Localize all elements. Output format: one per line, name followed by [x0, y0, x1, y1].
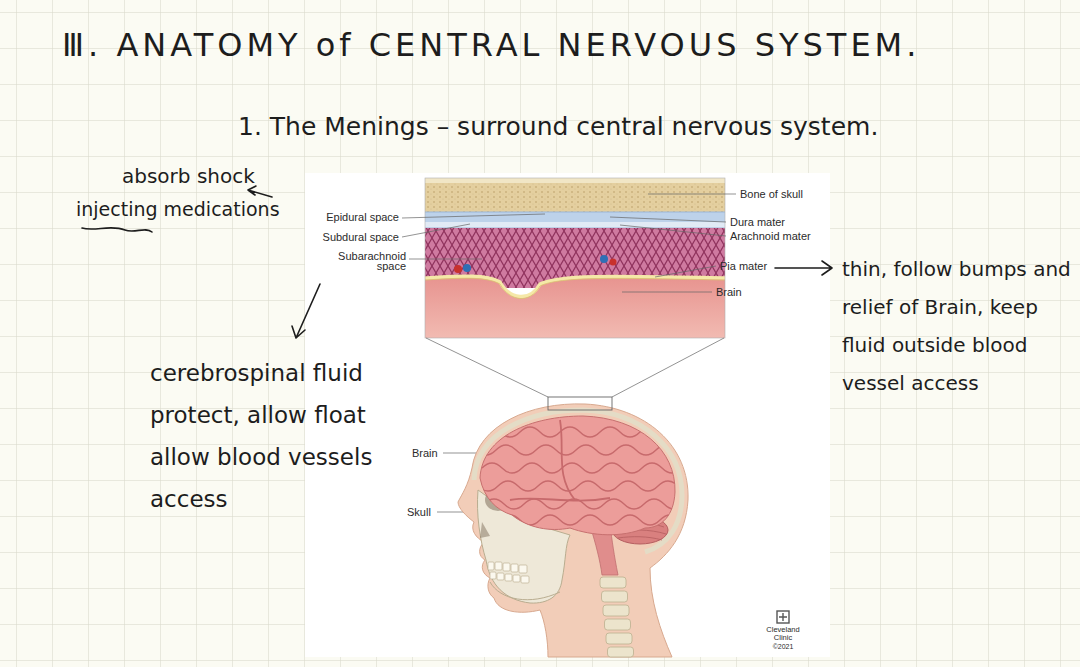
spine-vertebrae [600, 577, 634, 657]
teeth [519, 565, 527, 573]
brain-gyri [560, 420, 575, 500]
teeth [513, 575, 520, 582]
clinic-logo [777, 611, 789, 623]
leader-lines [402, 224, 470, 237]
spine-vertebrae [603, 605, 629, 616]
brain-shape [480, 416, 675, 535]
vein [463, 264, 471, 272]
brain-gyri [510, 498, 610, 501]
spine-vertebrae [606, 633, 632, 644]
spine-vertebrae [605, 619, 631, 630]
meninges-layers [425, 178, 725, 338]
teeth [488, 562, 494, 570]
cerebellum-folds [618, 537, 662, 540]
leader-lines [402, 214, 545, 218]
teeth [505, 574, 512, 581]
teeth [511, 564, 518, 572]
credit-text: ©2021 [758, 643, 808, 651]
credit-text: Cleveland Clinic [758, 626, 808, 642]
clinic-logo [779, 613, 787, 621]
handwritten-note: cerebrospinal fluid protect, allow float… [150, 352, 432, 520]
clinic-logo [777, 611, 789, 623]
layer-label: Subdural space [323, 231, 399, 244]
spine-vertebrae [602, 591, 628, 602]
brain-gyri [478, 481, 678, 491]
layer-label: Dura mater [730, 216, 785, 229]
spine-vertebrae [600, 577, 626, 588]
handwritten-note: thin, follow bumps and relief of Brain, … [842, 250, 1074, 402]
arrow-to-pia-note [775, 261, 832, 275]
layer-label: Arachnoid mater [730, 230, 811, 243]
section-heading: 1. The Menings – surround central nervou… [238, 112, 878, 142]
zoom-marker [548, 397, 612, 410]
teeth [521, 576, 529, 583]
pia-edge [425, 278, 725, 298]
head-figure [458, 397, 688, 657]
layer-label: Epidural space [326, 211, 399, 224]
teeth [495, 562, 502, 570]
leader-lines [610, 217, 726, 222]
zoom-lines [612, 338, 724, 397]
brain-gyri [480, 515, 680, 525]
teeth [488, 562, 529, 583]
leader-lines [622, 292, 712, 293]
teeth [490, 572, 496, 579]
layer-label: Subarachnoid space [328, 251, 406, 271]
figure-panel [305, 173, 830, 657]
page-title: Ⅲ. ANATOMY of CENTRAL NERVOUS SYSTEM. [62, 26, 920, 64]
artery [454, 265, 462, 273]
layer-label: Bone of skull [740, 188, 803, 201]
brain-gyri [480, 427, 680, 437]
zoom-frame [425, 178, 725, 338]
zoom-lines [426, 338, 724, 397]
handwritten-note: absorb shock [122, 164, 255, 188]
dura-edge [425, 212, 725, 213]
skull-bone-texture [425, 178, 725, 212]
layer-label: Brain [716, 286, 742, 299]
leader-lines [620, 225, 726, 236]
spine-vertebrae [608, 647, 634, 657]
leader-lines [409, 259, 482, 260]
part-label: Skull [407, 506, 431, 519]
brain-tissue [425, 276, 725, 338]
brain-gyri [482, 463, 682, 473]
leader-lines [648, 194, 736, 195]
brain-gyri [476, 420, 684, 525]
skull-bone-layer [425, 178, 725, 212]
underline-squiggle [82, 228, 152, 232]
layer-label: Pia mater [720, 260, 767, 273]
leader-lines [655, 266, 716, 277]
teeth [503, 563, 510, 571]
arrow-to-fluid-note [292, 284, 320, 338]
brain-gyri [484, 499, 684, 509]
dura-layer [425, 212, 725, 222]
handwritten-note: injecting medications [76, 198, 280, 221]
arachnoid-layer [425, 222, 725, 228]
brain-gyri [476, 445, 676, 455]
part-label: Brain [412, 447, 438, 460]
nasal-cavity [480, 522, 490, 538]
teeth [497, 573, 504, 580]
zoom-lines [426, 338, 548, 397]
head-skin [458, 404, 688, 657]
skull-bone-edge [425, 178, 725, 183]
vein [600, 255, 608, 263]
jaw-line [490, 582, 560, 600]
artery [610, 259, 617, 266]
